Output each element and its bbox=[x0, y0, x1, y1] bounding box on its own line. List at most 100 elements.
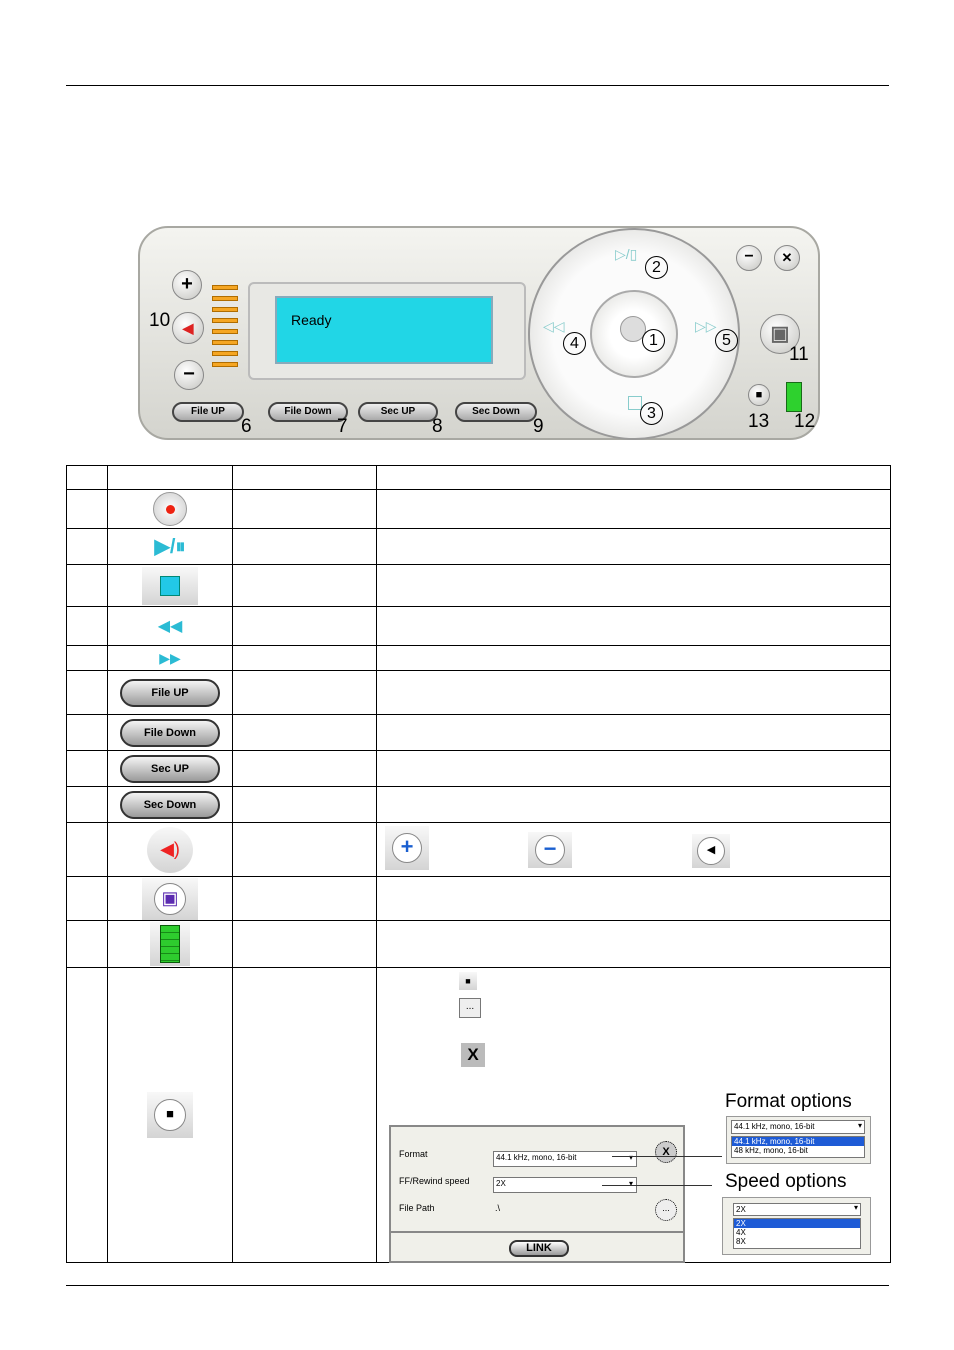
file-down-button[interactable]: File Down bbox=[268, 402, 348, 422]
format-connector bbox=[612, 1156, 722, 1157]
callout-9: 9 bbox=[533, 416, 544, 437]
path-label: File Path bbox=[399, 1203, 435, 1213]
stop-icon[interactable] bbox=[628, 396, 642, 410]
callout-12: 12 bbox=[794, 411, 816, 432]
callout-3: 3 bbox=[640, 402, 663, 425]
list-item[interactable]: 48 kHz, mono, 16-bit bbox=[734, 1146, 808, 1155]
format-options-select[interactable]: 44.1 kHz, mono, 16-bit ▾ bbox=[731, 1120, 865, 1134]
speed-options-select[interactable]: 2X ▾ bbox=[733, 1203, 861, 1216]
settings-dialog: Format 44.1 kHz, mono, 16-bit ▾ FF/Rewind… bbox=[389, 1125, 685, 1263]
save-icon: ▣ bbox=[154, 882, 186, 915]
display-text: Ready bbox=[291, 312, 332, 328]
callout-2: 2 bbox=[645, 256, 668, 279]
path-value: .\ bbox=[495, 1203, 501, 1213]
table-row: ◀) + − ◀ bbox=[66, 822, 891, 877]
sec-up-button: Sec UP bbox=[120, 754, 220, 783]
speaker-icon: ◀) bbox=[160, 839, 180, 859]
speed-options-list: 2X 4X 8X bbox=[733, 1218, 861, 1249]
callout-4: 4 bbox=[563, 332, 586, 355]
save-icon[interactable]: ▣ bbox=[760, 314, 800, 354]
callout-5: 5 bbox=[715, 329, 738, 352]
folder-icon: ■ bbox=[154, 1099, 186, 1131]
sec-down-button: Sec Down bbox=[120, 790, 220, 819]
speed-select[interactable]: 2X ▾ bbox=[493, 1177, 637, 1193]
sec-down-button[interactable]: Sec Down bbox=[455, 402, 537, 422]
table-row bbox=[66, 564, 891, 607]
browse-icon: ... bbox=[459, 998, 481, 1018]
speaker-icon[interactable]: ◀ bbox=[172, 312, 204, 344]
record-icon bbox=[620, 316, 646, 342]
callout-13: 13 bbox=[748, 411, 770, 432]
status-display: Ready bbox=[275, 296, 493, 364]
table-row: ▶/⏸ bbox=[66, 528, 891, 565]
format-select[interactable]: 44.1 kHz, mono, 16-bit ▾ bbox=[493, 1151, 637, 1167]
minimize-icon[interactable]: − bbox=[736, 245, 762, 271]
format-options-panel: 44.1 kHz, mono, 16-bit ▾ 44.1 kHz, mono, … bbox=[726, 1116, 871, 1164]
callout-11: 11 bbox=[789, 344, 809, 365]
volume-up-icon[interactable]: + bbox=[172, 270, 202, 300]
close-icon: X bbox=[461, 1043, 485, 1067]
mute-icon: ◀ bbox=[692, 834, 730, 868]
callout-10: 10 bbox=[149, 310, 171, 331]
volume-up-icon: + bbox=[385, 826, 429, 870]
list-item[interactable]: 8X bbox=[736, 1237, 746, 1246]
chevron-down-icon: ▾ bbox=[857, 1121, 862, 1130]
speed-label: FF/Rewind speed bbox=[399, 1176, 470, 1186]
sec-up-button[interactable]: Sec UP bbox=[358, 402, 438, 422]
dialog-divider bbox=[391, 1231, 683, 1233]
list-item[interactable]: 4X bbox=[736, 1228, 746, 1237]
chevron-down-icon: ▾ bbox=[628, 1153, 633, 1162]
table-header-row bbox=[66, 465, 891, 490]
list-item[interactable]: 2X bbox=[734, 1219, 860, 1228]
chevron-down-icon: ▾ bbox=[853, 1203, 858, 1212]
play-pause-icon: ▶/⏸ bbox=[154, 536, 186, 558]
volume-down-icon[interactable]: − bbox=[174, 360, 204, 390]
rewind-icon: ◀◀ bbox=[157, 618, 183, 635]
file-up-button: File UP bbox=[120, 678, 220, 707]
rewind-icon[interactable]: ◁◁ bbox=[543, 318, 565, 334]
footer-rule bbox=[66, 1285, 889, 1286]
speed-value: 2X bbox=[496, 1179, 506, 1188]
speed-options-panel: 2X ▾ 2X 4X 8X bbox=[722, 1197, 871, 1255]
fast-forward-icon: ▶▶ bbox=[159, 649, 181, 666]
table-row: ▣ bbox=[66, 876, 891, 921]
table-row: Sec UP bbox=[66, 750, 891, 787]
play-pause-icon[interactable]: ▷/▯ bbox=[615, 246, 638, 262]
table-row: ▶▶ bbox=[66, 645, 891, 671]
folder-icon: ■ bbox=[459, 972, 477, 990]
browse-button[interactable]: ... bbox=[655, 1199, 677, 1221]
close-button[interactable]: X bbox=[655, 1141, 677, 1163]
speed-options-selected: 2X bbox=[736, 1205, 746, 1214]
callout-6: 6 bbox=[241, 416, 252, 437]
table-row: ◀◀ bbox=[66, 606, 891, 646]
battery-icon bbox=[786, 382, 802, 412]
file-up-button[interactable]: File UP bbox=[172, 402, 244, 422]
list-item[interactable]: 44.1 kHz, mono, 16-bit bbox=[732, 1137, 864, 1146]
fast-forward-icon[interactable]: ▷▷ bbox=[695, 318, 717, 334]
format-value: 44.1 kHz, mono, 16-bit bbox=[496, 1153, 577, 1162]
format-options-list: 44.1 kHz, mono, 16-bit 48 kHz, mono, 16-… bbox=[731, 1136, 865, 1158]
table-row: File Down bbox=[66, 714, 891, 751]
table-row bbox=[66, 920, 891, 968]
table-row: Sec Down bbox=[66, 786, 891, 823]
header-rule bbox=[66, 85, 889, 86]
stop-icon bbox=[160, 575, 180, 596]
link-button[interactable]: LINK bbox=[509, 1240, 569, 1257]
callout-7: 7 bbox=[337, 416, 348, 437]
format-options-caption: Format options bbox=[725, 1091, 852, 1112]
table-row: File UP bbox=[66, 670, 891, 715]
speed-connector bbox=[602, 1185, 712, 1186]
file-down-button: File Down bbox=[120, 718, 220, 747]
speed-options-caption: Speed options bbox=[725, 1171, 847, 1192]
folder-icon[interactable]: ■ bbox=[748, 384, 770, 406]
table-row bbox=[66, 489, 891, 529]
format-options-selected: 44.1 kHz, mono, 16-bit bbox=[734, 1122, 815, 1131]
record-icon bbox=[153, 492, 187, 526]
volume-down-icon: − bbox=[528, 832, 572, 868]
controls-table: ▶/⏸ ◀◀ ▶▶ File UP File Down Sec UP Sec D… bbox=[66, 465, 891, 1263]
callout-1: 1 bbox=[642, 329, 665, 352]
battery-icon bbox=[160, 925, 180, 963]
close-icon[interactable]: ✕ bbox=[774, 245, 800, 271]
format-label: Format bbox=[399, 1149, 428, 1159]
chevron-down-icon: ▾ bbox=[628, 1179, 633, 1188]
